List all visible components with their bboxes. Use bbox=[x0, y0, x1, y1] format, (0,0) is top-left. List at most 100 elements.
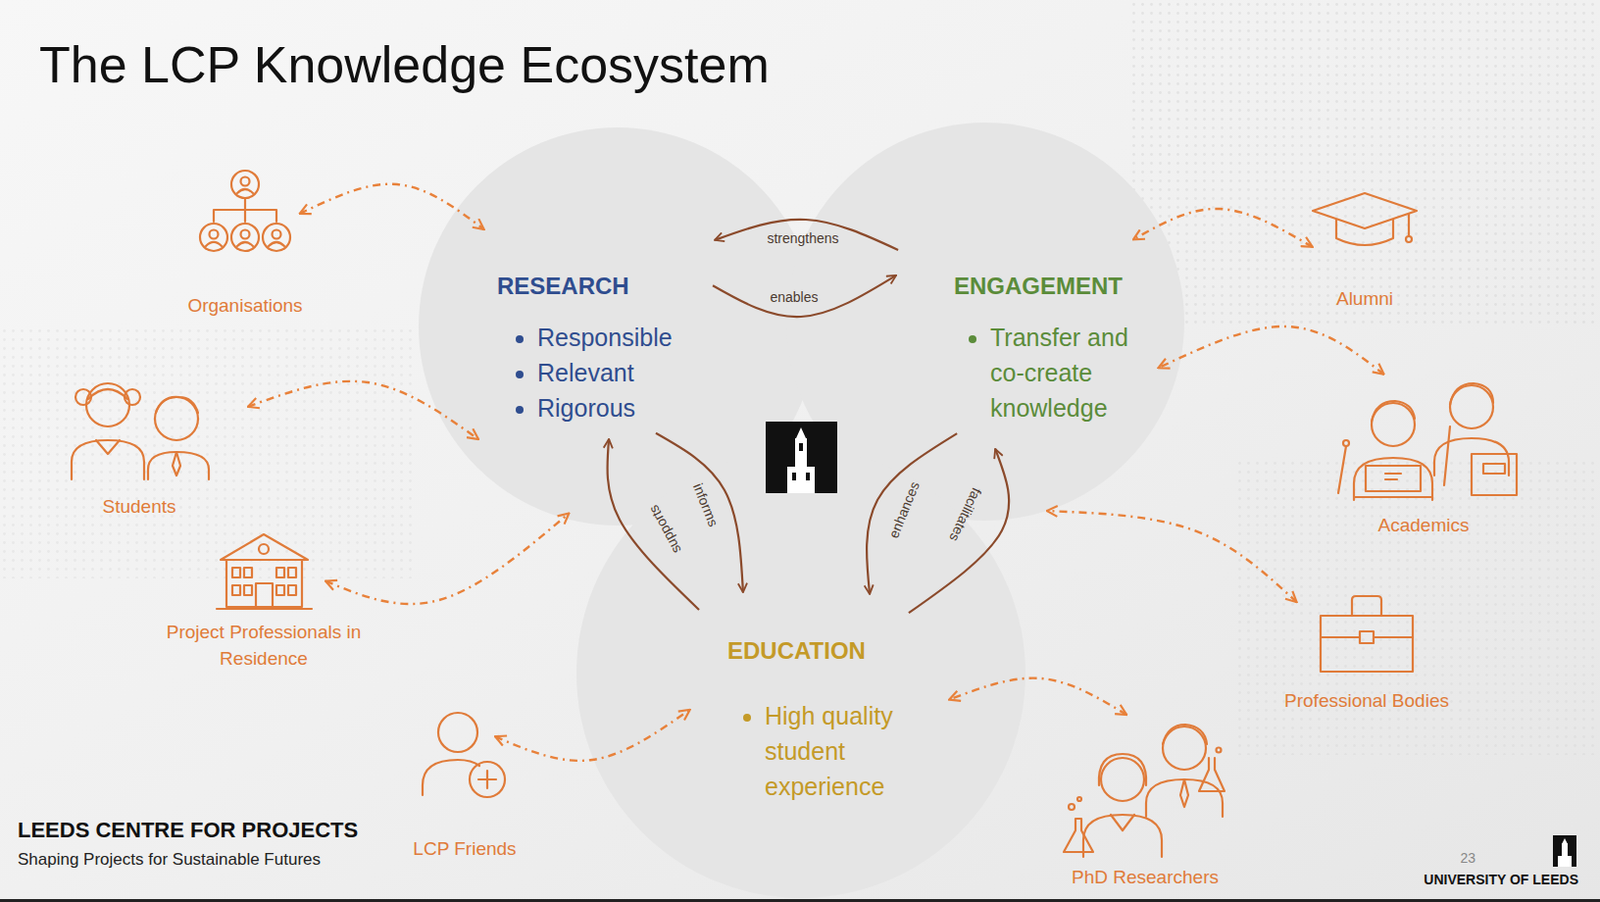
footer-text: LEEDS CENTRE FOR PROJECTS bbox=[17, 817, 358, 843]
bullet-text: High quality student experience bbox=[764, 698, 932, 804]
relation-arc bbox=[714, 219, 899, 250]
icon-stroke bbox=[237, 189, 253, 194]
stakeholder-label: Students bbox=[102, 493, 177, 520]
label-box: Shaping Projects for Sustainable Futures bbox=[17, 850, 321, 870]
icon-stroke bbox=[1353, 465, 1433, 498]
stakeholder-icon bbox=[216, 530, 312, 611]
icon-stroke bbox=[276, 567, 285, 578]
footer-logo bbox=[1552, 835, 1577, 867]
venn-circle bbox=[786, 122, 1185, 521]
stakeholder-icon bbox=[1324, 367, 1523, 500]
stakeholder-node: Professional Bodies bbox=[1284, 590, 1450, 714]
icon-stroke bbox=[96, 440, 120, 454]
icon-stroke bbox=[288, 567, 297, 578]
icon-stroke bbox=[231, 223, 259, 251]
icon-stroke bbox=[240, 177, 250, 187]
icon-stroke bbox=[1162, 726, 1206, 770]
stakeholder-icon bbox=[1061, 708, 1230, 857]
icon-stroke bbox=[1199, 757, 1225, 792]
icon-stroke bbox=[1371, 400, 1415, 422]
icon-stroke bbox=[1320, 615, 1413, 672]
bullet-text: Responsible bbox=[537, 319, 719, 355]
stakeholder-link bbox=[300, 184, 485, 230]
icon-stroke bbox=[216, 607, 312, 610]
icon-group bbox=[1312, 193, 1417, 246]
bullet-list: ResponsibleRelevantRigorous bbox=[502, 319, 719, 426]
circle-shape bbox=[786, 122, 1185, 521]
icon-stroke bbox=[1406, 213, 1409, 237]
relation-label: informs bbox=[690, 481, 722, 530]
title: The LCP Knowledge Ecosystem bbox=[39, 36, 770, 94]
relation-label: facilitates bbox=[946, 485, 985, 545]
icon-group bbox=[216, 534, 312, 609]
icon-stroke bbox=[258, 544, 269, 554]
bullet-text: Relevant bbox=[537, 354, 719, 391]
footer-text: Shaping Projects for Sustainable Futures bbox=[17, 850, 321, 869]
icon-stroke bbox=[1371, 402, 1415, 447]
icon-stroke bbox=[232, 585, 241, 596]
icon-stroke bbox=[1312, 193, 1417, 229]
icon-stroke bbox=[1471, 453, 1517, 496]
icon-stroke bbox=[469, 761, 505, 798]
icon-stroke bbox=[220, 534, 308, 560]
stakeholder-link bbox=[1133, 208, 1313, 248]
icon-stroke bbox=[155, 397, 199, 413]
icon-group bbox=[1063, 724, 1225, 857]
logo-tower bbox=[1557, 838, 1572, 867]
stakeholder-label: Alumni bbox=[1336, 285, 1394, 312]
stakeholder-node: Project Professionals in Residence bbox=[158, 530, 370, 672]
icon-stroke bbox=[213, 198, 277, 222]
icon-stroke bbox=[1359, 631, 1374, 644]
icon-stroke bbox=[1146, 779, 1223, 817]
logo-ground bbox=[1552, 835, 1577, 867]
bullet-text: Transfer and co-create knowledge bbox=[990, 319, 1162, 426]
icon-stroke bbox=[226, 559, 302, 607]
icon-stroke bbox=[88, 389, 128, 400]
icon-stroke bbox=[268, 242, 285, 247]
icon-stroke bbox=[1110, 814, 1135, 831]
bullet-text: Rigorous bbox=[537, 390, 719, 426]
icon-stroke bbox=[255, 583, 273, 607]
icon-stroke bbox=[1353, 457, 1433, 500]
relation-label: supports bbox=[645, 502, 684, 557]
stakeholder-node: Alumni bbox=[1310, 189, 1420, 312]
icon-stroke bbox=[1100, 757, 1145, 801]
icon-stroke bbox=[1338, 446, 1347, 494]
label-box: UNIVERSITY OF LEEDS bbox=[1423, 870, 1579, 889]
page-number: 23 bbox=[1459, 850, 1476, 866]
venn-circle-node: ENGAGEMENTTransfer and co-create knowled… bbox=[786, 122, 1185, 521]
icon-stroke bbox=[237, 242, 253, 247]
relation-arc bbox=[655, 433, 744, 593]
icon-group bbox=[200, 170, 291, 251]
stakeholder-label: Project Professionals in Residence bbox=[158, 618, 370, 672]
stakeholder-link bbox=[1047, 510, 1298, 602]
icon-stroke bbox=[240, 230, 250, 240]
icon-stroke bbox=[208, 230, 218, 240]
icon-stroke bbox=[1320, 636, 1413, 639]
circle-shape bbox=[576, 449, 1026, 899]
relation-arc bbox=[712, 275, 897, 317]
icon-stroke bbox=[478, 770, 497, 789]
icon-stroke bbox=[71, 440, 145, 480]
icon-stroke bbox=[244, 585, 252, 596]
icon-group bbox=[1320, 596, 1413, 672]
icon-stroke bbox=[1162, 724, 1207, 745]
stakeholder-link bbox=[248, 381, 479, 440]
icon-stroke bbox=[231, 170, 259, 199]
icon-stroke bbox=[1405, 236, 1412, 243]
venn-circle-node: RESEARCHResponsibleRelevantRigorous bbox=[418, 127, 817, 526]
stakeholder-link bbox=[1157, 326, 1384, 375]
logo-ground bbox=[765, 421, 838, 494]
logo-tower bbox=[787, 427, 815, 494]
relation-arc bbox=[607, 439, 700, 610]
stakeholder-label: Academics bbox=[1378, 511, 1470, 539]
icon-group bbox=[422, 712, 505, 798]
dot-texture bbox=[1235, 460, 1600, 755]
icon-stroke bbox=[271, 230, 281, 240]
icon-stroke bbox=[1444, 426, 1450, 486]
icon-stroke bbox=[205, 242, 222, 247]
icon-stroke bbox=[422, 759, 480, 796]
stakeholder-node: Organisations bbox=[187, 168, 302, 319]
icon-stroke bbox=[276, 585, 285, 596]
